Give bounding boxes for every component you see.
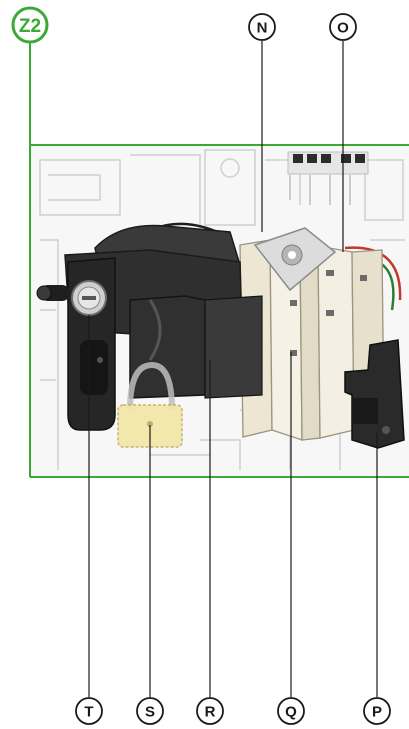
illustration — [29, 144, 409, 478]
callout-R: R — [196, 697, 224, 725]
callout-N: N — [248, 13, 276, 41]
connector-block — [344, 339, 405, 449]
callout-Q: Q — [277, 697, 305, 725]
view-label: Z2 — [19, 16, 41, 37]
callout-P: P — [363, 697, 391, 725]
callout-label-P: P — [372, 704, 382, 721]
callout-label-O: O — [337, 20, 349, 37]
terminal-block — [287, 151, 369, 205]
callout-leaders — [88, 41, 378, 697]
callout-T: T — [75, 697, 103, 725]
callout-label-T: T — [84, 704, 93, 721]
callout-S: S — [136, 697, 164, 725]
view-badge: Z2 — [11, 6, 49, 44]
callout-label-N: N — [257, 20, 268, 37]
callout-label-R: R — [205, 704, 216, 721]
release-plate — [253, 227, 337, 292]
callout-label-Q: Q — [285, 704, 297, 721]
callout-O: O — [329, 13, 357, 41]
locking-device — [36, 224, 263, 431]
callout-label-S: S — [145, 704, 155, 721]
